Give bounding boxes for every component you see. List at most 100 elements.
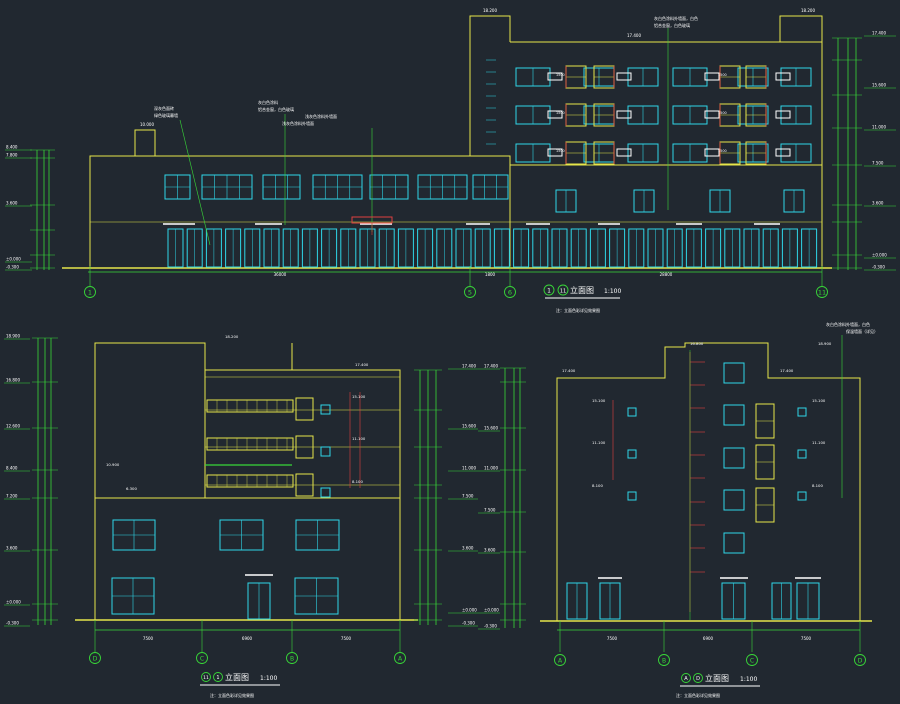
drawing-title: 立面图 bbox=[705, 673, 729, 683]
level-mark: 3.600 bbox=[484, 548, 496, 553]
window-tag-box bbox=[704, 148, 720, 157]
window-tag: 1500 bbox=[718, 149, 727, 153]
window-tag-box bbox=[616, 72, 632, 81]
window-tag: 1500 bbox=[556, 73, 565, 77]
axis-bubble bbox=[658, 654, 670, 666]
window-tag-box bbox=[775, 110, 791, 119]
callout-text: 灰白色涂料 bbox=[258, 99, 278, 105]
callout-text: 灰白色涂料外墙面，白色 bbox=[654, 15, 698, 21]
span-dimension: 1800 bbox=[485, 272, 496, 277]
level-mark: 7.500 bbox=[872, 161, 884, 166]
span-dimension: 7500 bbox=[341, 636, 352, 641]
drawing-scale: 1:100 bbox=[260, 675, 277, 682]
callout-text: 铝合金窗，白色玻璃 bbox=[258, 106, 294, 112]
title-bubble-left bbox=[543, 284, 555, 296]
axis-label: A bbox=[398, 656, 403, 663]
br-small-window bbox=[797, 407, 807, 417]
inner-level-mark: 17.400 bbox=[562, 368, 576, 373]
level-mark: 7.800 bbox=[6, 153, 18, 158]
axis-label: C bbox=[200, 656, 204, 663]
level-mark: -0.300 bbox=[6, 621, 19, 626]
br-small-window bbox=[797, 491, 807, 501]
br-window-group bbox=[566, 352, 821, 620]
roof-level-mark: 18.200 bbox=[483, 8, 497, 13]
axis-bubble bbox=[89, 652, 101, 664]
window-tag: 1500 bbox=[556, 149, 565, 153]
roof-level-mark: 17.400 bbox=[627, 33, 641, 38]
inner-level-mark: 11.100 bbox=[592, 440, 606, 445]
window-tag-box bbox=[616, 110, 632, 119]
axis-bubble bbox=[554, 654, 566, 666]
title-axis: 11 bbox=[560, 289, 566, 295]
drawing-scale: 1:100 bbox=[740, 676, 757, 683]
inner-level-mark: 18.200 bbox=[225, 334, 239, 339]
level-mark: 7.200 bbox=[6, 494, 18, 499]
axis-bubble-1 bbox=[84, 286, 96, 298]
title-axis: 1 bbox=[216, 675, 219, 681]
window-tag-box bbox=[616, 148, 632, 157]
level-mark: ±0.000 bbox=[6, 600, 21, 605]
bl-window-group bbox=[111, 392, 361, 620]
axis-label: C bbox=[750, 658, 754, 665]
inner-level-mark: 10.900 bbox=[106, 462, 120, 467]
axis-label: 11 bbox=[818, 289, 826, 297]
level-mark: 3.600 bbox=[872, 201, 884, 206]
title-bubble-left bbox=[201, 672, 211, 682]
br-center-window bbox=[723, 447, 745, 469]
title-axis: A bbox=[684, 676, 688, 682]
axis-label: A bbox=[558, 658, 563, 665]
top-window-group bbox=[163, 59, 818, 268]
level-mark: 15.600 bbox=[872, 83, 886, 88]
axis-label: D bbox=[858, 658, 863, 665]
drawing-note: 注：立面色彩详见效果图 bbox=[210, 692, 254, 698]
callout-text: 浅灰色涂料外墙面 bbox=[282, 120, 314, 126]
inner-level-mark: 11.100 bbox=[812, 440, 826, 445]
br-center-window bbox=[723, 362, 745, 384]
span-dimension: 36000 bbox=[274, 272, 287, 277]
inner-level-mark: 8.100 bbox=[352, 479, 363, 484]
callout-text: 保温墙面（详见） bbox=[846, 328, 878, 334]
axis-bubble-11 bbox=[816, 286, 828, 298]
window-tag-box bbox=[775, 148, 791, 157]
level-mark: 3.600 bbox=[6, 546, 18, 551]
right-tower-outline bbox=[779, 15, 823, 42]
axis-label: 1 bbox=[88, 289, 92, 297]
level-mark: ±0.000 bbox=[6, 257, 21, 262]
level-mark: 7.500 bbox=[484, 508, 496, 513]
drawing-title: 立面图 bbox=[225, 672, 249, 682]
level-mark: 16.800 bbox=[6, 378, 20, 383]
axis-label: 5 bbox=[468, 289, 472, 297]
bl-outline-right bbox=[291, 343, 401, 620]
inner-level-mark: 17.400 bbox=[355, 362, 369, 367]
inner-level-mark: 11.100 bbox=[352, 436, 366, 441]
roof-box-outline bbox=[134, 129, 156, 156]
roof-level-mark: 10.000 bbox=[140, 122, 154, 127]
level-mark: ±0.000 bbox=[462, 608, 477, 613]
title-axis: 11 bbox=[203, 675, 209, 681]
axis-bubble bbox=[854, 654, 866, 666]
bl-balcony-rail bbox=[206, 474, 294, 488]
span-dimension: 7500 bbox=[143, 636, 154, 641]
br-small-window bbox=[627, 449, 637, 459]
callout-text: 深灰色面砖 bbox=[154, 105, 174, 111]
window-tag: 1500 bbox=[556, 111, 565, 115]
callout-text: 铝合金窗，白色玻璃 bbox=[654, 22, 690, 28]
inner-level-mark: 8.100 bbox=[812, 483, 823, 488]
stair-tower-outline bbox=[469, 15, 511, 156]
span-dimension: 7500 bbox=[607, 636, 618, 641]
level-mark: 8.400 bbox=[6, 466, 18, 471]
title-axis: 1 bbox=[547, 288, 551, 295]
bl-small-window bbox=[320, 487, 331, 498]
axis-label: B bbox=[662, 658, 666, 665]
level-mark: 7.500 bbox=[462, 494, 474, 499]
br-center-window bbox=[723, 532, 745, 554]
level-mark: 17.400 bbox=[872, 31, 886, 36]
callout-leader bbox=[179, 119, 211, 246]
window-tag-box bbox=[547, 110, 563, 119]
inner-level-mark: 15.100 bbox=[352, 394, 366, 399]
window-tag: 1500 bbox=[718, 111, 727, 115]
drawing-title: 立面图 bbox=[570, 285, 594, 295]
inner-level-mark: 17.400 bbox=[780, 368, 794, 373]
